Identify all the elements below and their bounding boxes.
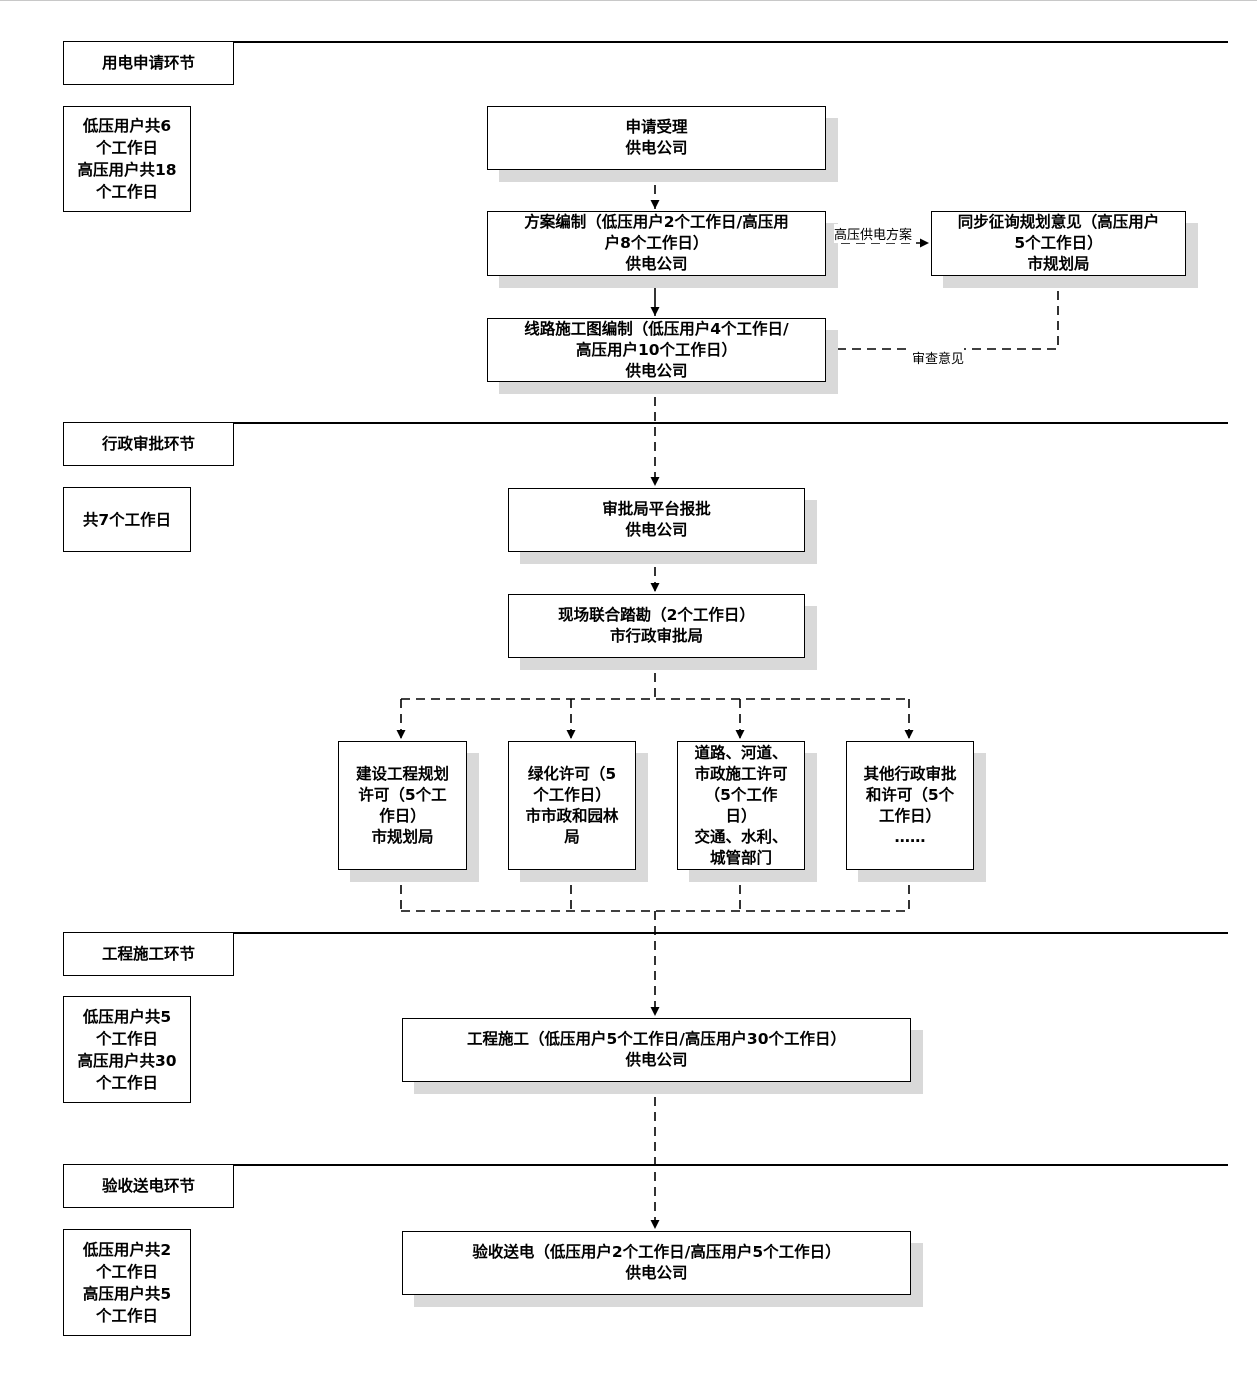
stage-duration-acceptance: 低压用户共2 个工作日 高压用户共5 个工作日 — [63, 1229, 191, 1336]
stage-divider-application — [63, 41, 1228, 43]
edge-label-hv-plan: 高压供电方案 — [834, 224, 913, 243]
stage-duration-application: 低压用户共6 个工作日 高压用户共18 个工作日 — [63, 106, 191, 212]
step-survey: 现场联合踏勘（2个工作日） 市行政审批局 — [508, 594, 805, 658]
step-permit-other: 其他行政审批 和许可（5个 工作日） …… — [846, 741, 974, 870]
edge-label-review: 审查意见 — [912, 348, 965, 367]
step-consult: 同步征询规划意见（高压用户 5个工作日） 市规划局 — [931, 211, 1186, 276]
stage-divider-acceptance — [63, 1164, 1228, 1166]
step-permit-green: 绿化许可（5 个工作日） 市市政和园林 局 — [508, 741, 636, 870]
stage-divider-approval — [63, 422, 1228, 424]
step-power: 验收送电（低压用户2个工作日/高压用户5个工作日） 供电公司 — [402, 1231, 911, 1295]
step-build: 工程施工（低压用户5个工作日/高压用户30个工作日） 供电公司 — [402, 1018, 911, 1082]
stage-title-application: 用电申请环节 — [63, 41, 234, 85]
step-drawing: 线路施工图编制（低压用户4个工作日/ 高压用户10个工作日） 供电公司 — [487, 318, 826, 382]
step-accept: 申请受理 供电公司 — [487, 106, 826, 170]
step-plan: 方案编制（低压用户2个工作日/高压用 户8个工作日） 供电公司 — [487, 211, 826, 276]
step-permit-road: 道路、河道、 市政施工许可 （5个工作 日） 交通、水利、 城管部门 — [677, 741, 805, 870]
stage-title-acceptance: 验收送电环节 — [63, 1164, 234, 1208]
arrow-consult-to-drawing — [827, 276, 1059, 354]
stage-duration-construction: 低压用户共5 个工作日 高压用户共30 个工作日 — [63, 996, 191, 1103]
stage-title-construction: 工程施工环节 — [63, 932, 234, 976]
stage-duration-approval: 共7个工作日 — [63, 487, 191, 552]
step-submit: 审批局平台报批 供电公司 — [508, 488, 805, 552]
stage-divider-construction — [63, 932, 1228, 934]
step-permit-planning: 建设工程规划 许可（5个工 作日） 市规划局 — [338, 741, 467, 870]
stage-title-approval: 行政审批环节 — [63, 422, 234, 466]
top-border — [0, 0, 1257, 1]
